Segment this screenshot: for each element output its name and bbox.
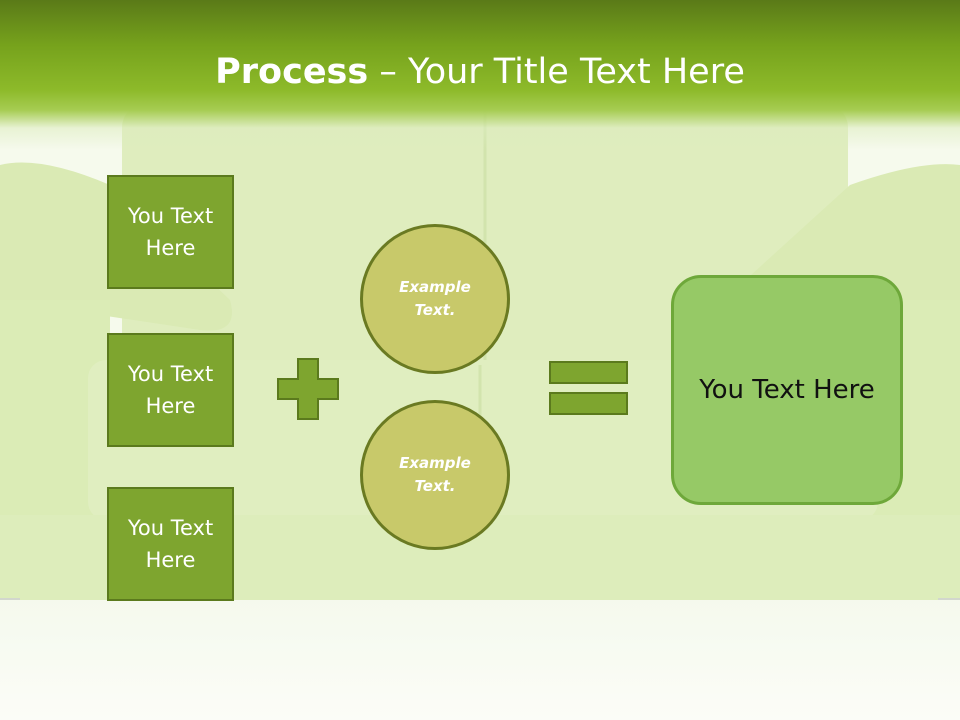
left-box-2-label: You Text Here: [127, 362, 214, 418]
title-rest-part: – Your Title Text Here: [368, 52, 745, 92]
example-circle-1: Example Text.: [360, 224, 510, 374]
example-circle-2-label: Example Text.: [399, 454, 471, 495]
slide-title: Process – Your Title Text Here: [0, 52, 960, 92]
result-box: You Text Here: [671, 275, 903, 505]
left-box-1-label: You Text Here: [127, 204, 214, 260]
example-circle-1-label: Example Text.: [399, 278, 471, 319]
equals-icon: [549, 361, 628, 415]
left-box-3-label: You Text Here: [127, 516, 214, 572]
header-band: [0, 0, 960, 150]
left-box-3: You Text Here: [107, 487, 234, 601]
result-box-label: You Text Here: [699, 375, 875, 405]
left-box-1: You Text Here: [107, 175, 234, 289]
title-bold-part: Process: [215, 52, 369, 92]
left-box-2: You Text Here: [107, 333, 234, 447]
example-circle-2: Example Text.: [360, 400, 510, 550]
plus-icon: [277, 358, 339, 420]
